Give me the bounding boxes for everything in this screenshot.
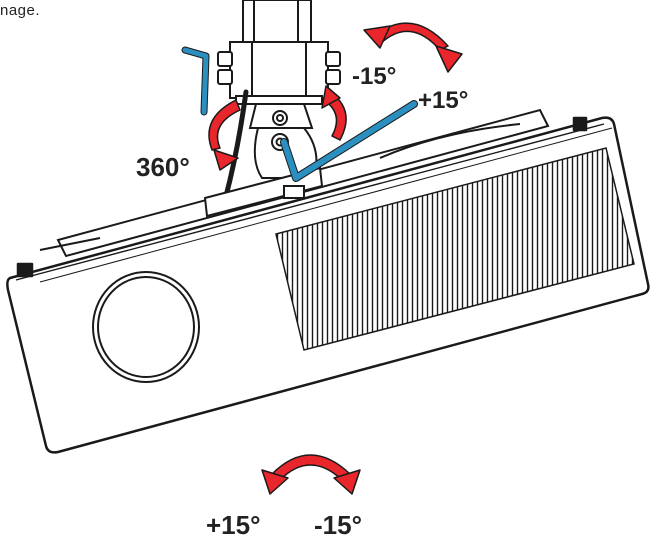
rotate-360-label: 360° — [136, 152, 190, 182]
caption-text: nage. — [0, 2, 41, 19]
hex-key-icon — [281, 101, 417, 181]
tilt-plus-label: +15° — [418, 87, 468, 114]
rotation-arrow-icon — [208, 85, 347, 171]
roll-plus-label: +15° — [206, 510, 261, 540]
roll-minus-label: -15° — [314, 510, 362, 540]
curved-double-arrow-icon — [261, 454, 361, 495]
mount-clamp — [217, 41, 341, 129]
vent-grille — [275, 147, 635, 351]
tilt-minus-label: -15° — [352, 63, 396, 90]
mount-pole — [242, 0, 312, 49]
hex-key-icon — [182, 47, 209, 115]
rotation-arrow-icon — [363, 22, 463, 73]
mount-cables — [223, 89, 249, 199]
projector-lens — [92, 271, 200, 383]
